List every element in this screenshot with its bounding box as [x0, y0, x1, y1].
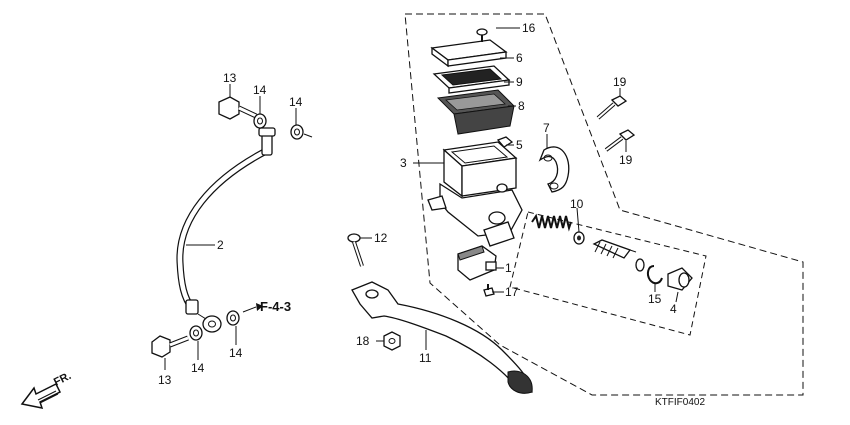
- piston-boot: [667, 267, 693, 291]
- callout-18: 18: [356, 334, 370, 348]
- master-cylinder-body: [427, 141, 523, 247]
- callout-8: 8: [518, 99, 525, 113]
- diaphragm: [436, 89, 516, 135]
- circlip: [646, 265, 663, 285]
- front-direction-label: FR.: [52, 370, 73, 389]
- holder-bolt-upper: [596, 95, 628, 120]
- callout-10: 10: [570, 197, 584, 211]
- callout-13-lower: 13: [158, 373, 172, 387]
- banjo-bolt-upper: [218, 96, 258, 120]
- lever-pivot-nut: [383, 331, 401, 351]
- callout-1: 1: [505, 261, 512, 275]
- front-direction-arrow-icon: [20, 382, 62, 409]
- callout-15: 15: [648, 292, 662, 306]
- cross-reference-label: F-4-3: [260, 299, 291, 314]
- callout-7: 7: [543, 121, 550, 135]
- callout-14-upper-a: 14: [253, 83, 267, 97]
- piston-spring: [531, 213, 572, 232]
- cap-screw: [476, 28, 488, 42]
- callout-19-lower: 19: [619, 153, 633, 167]
- callout-6: 6: [516, 51, 523, 65]
- piston-cup: [573, 231, 585, 245]
- diaphragm-plate: [432, 65, 511, 94]
- diagram-code: KTFIF0402: [655, 397, 705, 408]
- holder-bolt-lower: [604, 129, 636, 152]
- callout-14-lower-b: 14: [229, 346, 243, 360]
- float-stopper: [496, 136, 514, 148]
- piston-seal: [635, 258, 645, 272]
- callout-5: 5: [516, 138, 523, 152]
- banjo-bolt-lower: [151, 335, 189, 358]
- callout-13-upper: 13: [223, 71, 237, 85]
- callout-3: 3: [400, 156, 407, 170]
- callout-14-upper-b: 14: [289, 95, 303, 109]
- handlebar-holder: [538, 146, 570, 193]
- callout-16: 16: [522, 21, 536, 35]
- sealing-washer-upper-b: [290, 124, 304, 140]
- callout-12: 12: [374, 231, 388, 245]
- piston: [592, 239, 637, 259]
- brake-lever: [351, 281, 533, 394]
- reference-arrow-icon: [242, 303, 263, 313]
- callout-11: 11: [419, 351, 432, 365]
- master-cylinder-assembly-boundary: [404, 13, 804, 396]
- sealing-washer-lower-a: [189, 325, 203, 341]
- piston-subassembly-boundary: [509, 211, 707, 336]
- callout-17: 17: [505, 285, 519, 299]
- callout-14-lower-a: 14: [191, 361, 205, 375]
- callout-2: 2: [217, 238, 224, 252]
- sealing-washer-lower-b: [226, 310, 240, 326]
- callout-19-upper: 19: [613, 75, 627, 89]
- lever-pivot-bolt: [347, 233, 364, 267]
- reservoir-cap: [430, 39, 508, 68]
- callout-9: 9: [516, 75, 523, 89]
- brake-light-switch: [457, 245, 497, 281]
- switch-screw: [483, 284, 495, 297]
- callout-4: 4: [670, 302, 677, 316]
- brake-hose: [176, 127, 276, 333]
- sealing-washer-upper-a: [253, 113, 267, 129]
